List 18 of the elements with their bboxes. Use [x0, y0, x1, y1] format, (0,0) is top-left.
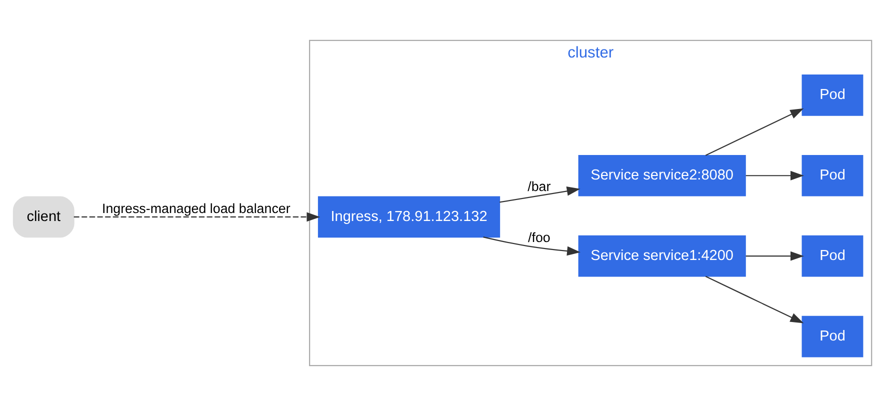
- node-box: Service service2:8080: [578, 154, 746, 196]
- edge-label: Ingress-managed load balancer: [101, 200, 290, 216]
- edge-label: /foo: [528, 230, 550, 245]
- node-box: Pod: [801, 315, 863, 357]
- node-box: Service service1:4200: [578, 234, 746, 276]
- arrow: [482, 236, 580, 256]
- arrow: [745, 250, 804, 260]
- arrow: [745, 170, 804, 180]
- edge-label: /bar: [527, 178, 550, 194]
- node-box: Pod: [801, 154, 863, 196]
- node-box: client: [12, 196, 74, 238]
- node-box: Pod: [801, 234, 863, 276]
- node-box: Ingress, 178.91.123.132: [317, 196, 500, 238]
- arrow: [704, 108, 804, 156]
- arrow: [499, 186, 580, 202]
- arrow: [73, 212, 320, 222]
- arrow: [704, 275, 804, 323]
- node-box: Pod: [801, 74, 863, 116]
